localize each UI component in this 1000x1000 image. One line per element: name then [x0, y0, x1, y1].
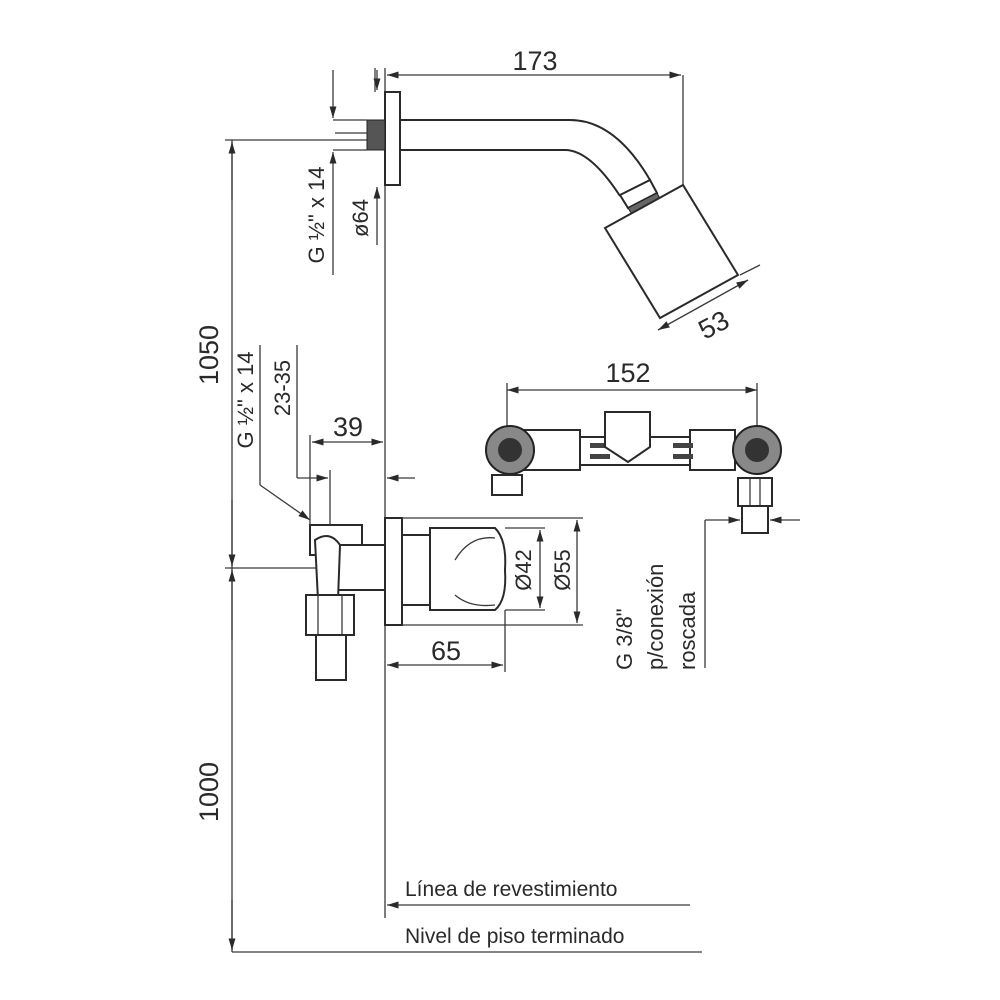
knob	[429, 527, 507, 611]
embed-depth-label: 39	[333, 412, 363, 442]
connection-line3: roscada	[675, 591, 700, 670]
knob-diameter-label: Ø42	[511, 549, 536, 591]
shower-arm	[335, 91, 740, 320]
arm-thread-label: G ½" x 14	[304, 166, 329, 263]
knob-projection-label: 65	[431, 636, 461, 666]
valve-thread-label: G ½" x 14	[233, 351, 258, 448]
height-shower-label: 1050	[194, 325, 224, 385]
valve-side-view	[305, 517, 507, 681]
plate-diameter-label: Ø55	[550, 549, 575, 591]
height-valve-label: 1000	[194, 762, 224, 822]
arm-length-label: 173	[512, 46, 557, 76]
connection-line2: p/conexión	[643, 564, 668, 670]
embed-range-label: 23-35	[270, 360, 295, 416]
flange-diameter-label: ø64	[348, 199, 373, 237]
threaded-nipple	[366, 119, 386, 151]
head-depth-dimension	[657, 279, 749, 331]
height-dimension	[225, 139, 385, 952]
valve-spacing-label: 152	[605, 358, 650, 388]
connection-line1: G 3/8"	[612, 608, 637, 670]
wall-flange	[384, 91, 401, 186]
head-depth-label: 53	[693, 305, 734, 346]
valve-body	[485, 383, 782, 534]
floor-level-label: Nivel de piso terminado	[405, 925, 624, 948]
wall-line-label: Línea de revestimiento	[405, 878, 617, 901]
